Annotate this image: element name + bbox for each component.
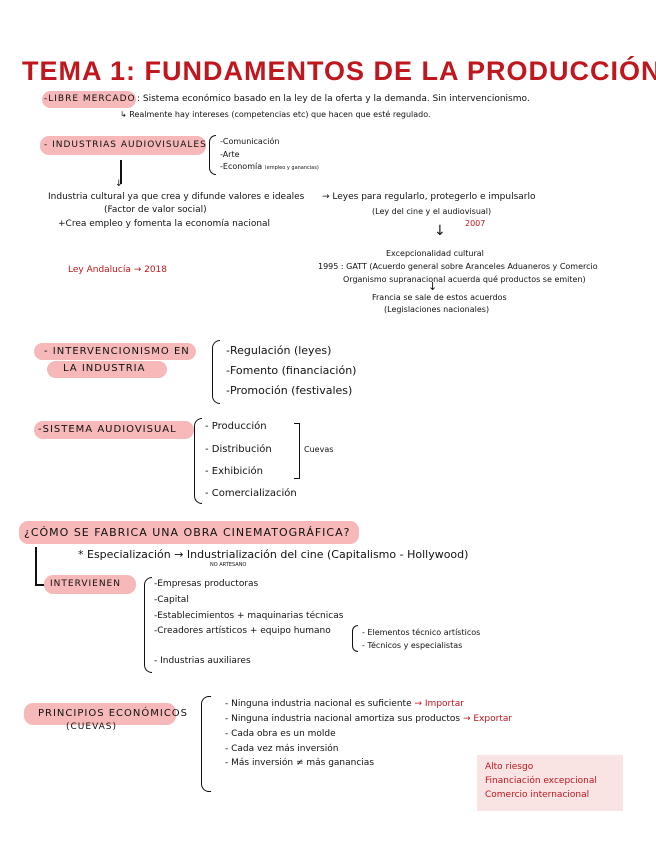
highlight [40, 136, 206, 155]
list-item: - Ninguna industria nacional es suficien… [225, 699, 464, 710]
highlight [24, 703, 176, 725]
intervienen-label: Intervienen [50, 579, 121, 589]
highlight [42, 91, 136, 108]
ley-cine-text: (Ley del cine y el audiovisual) [372, 207, 492, 216]
list-item: -Regulación (leyes) [226, 344, 332, 357]
francia-text: Francia se sale de estos acuerdos [372, 293, 507, 302]
empleo-text: +Crea empleo y fomenta la economía nacio… [58, 219, 271, 229]
year-label: 2007 [465, 219, 486, 228]
principios-source: (Cuevas) [66, 722, 118, 732]
highlight [19, 521, 359, 544]
factor-text: (Factor de valor social) [104, 205, 207, 215]
note-text: Realmente hay intereses (competencias et… [129, 110, 431, 119]
list-item: - Ninguna industria nacional amortiza su… [225, 714, 512, 725]
arrow-down-icon: ↓ [428, 280, 438, 293]
libre-mercado-note: ↳ Realmente hay intereses (competencias … [120, 109, 431, 120]
list-item: - Comercialización [205, 488, 297, 499]
item-text: - Ninguna industria nacional amortiza su… [225, 714, 461, 724]
list-item: -Empresas productoras [154, 579, 259, 589]
item-note: (empleo y ganancias) [264, 165, 319, 171]
principios-label: Principios económicos [38, 708, 189, 719]
libre-mercado-text: : Sistema económico basado en la ley de … [137, 94, 530, 104]
intervencionismo-label-2: la industria [63, 363, 146, 374]
arrow-icon: ↳ [120, 110, 130, 119]
list-item: - Técnicos y especialistas [362, 641, 463, 650]
list-item: -Arte [220, 150, 240, 159]
exportar-note: → Exportar [462, 714, 513, 724]
sistema-label: -Sistema audiovisual [38, 424, 177, 435]
brace [144, 577, 152, 673]
highlight [44, 575, 136, 594]
connector-line [120, 160, 122, 184]
list-item: - Elementos técnico artísticos [362, 628, 481, 637]
box-line: Comercio internacional [485, 790, 590, 800]
list-item: -Comunicación [220, 137, 280, 146]
especializacion-text: * Especialización → Industrialización de… [78, 548, 469, 561]
arrow-down-icon: ↓ [115, 179, 123, 189]
item-text: - Ninguna industria nacional es suficien… [225, 699, 412, 709]
list-item: - Más inversión ≠ más ganancias [225, 758, 375, 768]
box-line: Financiación excepcional [485, 776, 597, 786]
highlight [34, 421, 194, 439]
brace [352, 625, 358, 652]
list-item: -Fomento (financiación) [226, 364, 357, 377]
arrow-down-icon: ↓ [434, 223, 446, 239]
list-item: - Producción [205, 421, 267, 432]
box-line: Alto riesgo [485, 762, 534, 772]
brace [209, 135, 216, 175]
importar-note: → Importar [414, 699, 465, 709]
cultural-text: Industria cultural ya que crea y difunde… [48, 192, 305, 202]
list-item: - Cada obra es un molde [225, 729, 336, 739]
brace [212, 340, 220, 404]
summary-box [477, 755, 623, 811]
brace [201, 696, 211, 792]
highlight [47, 361, 167, 378]
list-item: -Capital [154, 595, 189, 605]
list-item: -Economía (empleo y ganancias) [220, 161, 319, 172]
bracket [294, 423, 300, 479]
connector-line [35, 547, 37, 585]
no-artesano-note: NO ARTESANO [210, 562, 247, 568]
legislaciones-text: (Legislaciones nacionales) [384, 305, 490, 314]
highlight [34, 343, 196, 360]
ley-andalucia-text: Ley Andalucía → 2018 [68, 265, 168, 275]
list-item: - Cada vez más inversión [225, 744, 339, 754]
industrias-label: - Industrias audiovisuales [44, 140, 207, 150]
list-item: - Industrias auxiliares [154, 656, 251, 666]
intervencionismo-label: - Intervencionismo en [44, 346, 190, 357]
obra-label: ¿Cómo se fabrica una obra cinematográfic… [24, 526, 351, 539]
libre-mercado-label: -Libre mercado [44, 94, 136, 104]
connector-line [35, 584, 47, 586]
list-item: -Creadores artísticos + equipo humano [154, 626, 331, 636]
page-title: TEMA 1: FUNDAMENTOS DE LA PRODUCCIÓN [22, 56, 656, 86]
list-item: -Promoción (festivales) [226, 384, 353, 397]
leyes-text: → Leyes para regularlo, protegerlo e imp… [322, 192, 536, 202]
item-text: -Economía [220, 162, 263, 171]
list-item: - Exhibición [205, 466, 263, 477]
list-item: -Establecimientos + maquinarias técnicas [154, 611, 344, 621]
brace [194, 418, 202, 504]
organismo-text: Organismo supranacional acuerda qué prod… [343, 275, 586, 284]
gatt-text: 1995 : GATT (Acuerdo general sobre Aranc… [318, 262, 598, 271]
cuevas-label: Cuevas [304, 445, 334, 454]
excepcionalidad-text: Excepcionalidad cultural [386, 249, 484, 258]
list-item: - Distribución [205, 444, 272, 455]
